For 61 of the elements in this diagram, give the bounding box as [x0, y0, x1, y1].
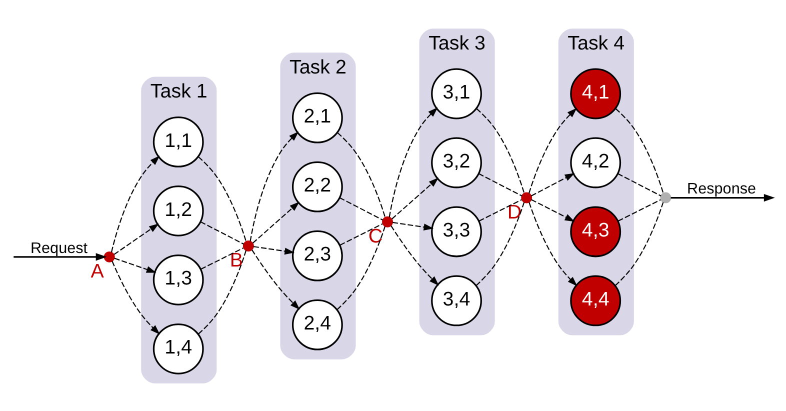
node-circle: 2,4 — [292, 298, 343, 350]
arrow — [391, 177, 439, 219]
connector — [618, 198, 661, 221]
arrow — [250, 130, 299, 241]
node-label: B — [230, 249, 243, 272]
connector — [200, 246, 244, 270]
edge-label: Response — [687, 180, 756, 198]
node-circle: 2,1 — [292, 92, 343, 143]
arrow — [252, 201, 300, 244]
connector — [618, 172, 662, 196]
node-circle: 4,4 — [570, 274, 622, 326]
node-label: A — [90, 260, 104, 282]
arrow — [114, 223, 159, 254]
arrow — [390, 224, 439, 286]
node-label: C — [368, 225, 383, 248]
node-circle — [382, 216, 393, 227]
arrow — [528, 107, 577, 194]
connector — [340, 222, 383, 246]
node-circle: 3,2 — [431, 136, 482, 188]
connector — [198, 250, 247, 334]
arrow — [110, 155, 160, 252]
connector — [200, 220, 244, 244]
node-circle: 4,3 — [570, 206, 622, 257]
node-circle: 3,1 — [431, 68, 482, 119]
node-circle: 4,1 — [570, 68, 622, 119]
arrow — [251, 248, 300, 310]
node-circle: 2,3 — [292, 230, 343, 281]
arrow — [253, 246, 295, 254]
node-circle: 3,4 — [431, 274, 482, 326]
node-circle: 1,1 — [152, 116, 204, 167]
arrow — [531, 172, 575, 196]
connector — [614, 202, 664, 286]
node-circle: 1,3 — [152, 254, 204, 305]
arrow — [531, 198, 575, 222]
arrow — [114, 257, 156, 272]
connector — [478, 172, 522, 196]
connector — [615, 108, 664, 194]
connector — [478, 198, 522, 221]
node-circle: 1,4 — [152, 322, 204, 374]
connector — [339, 196, 384, 220]
arrow — [388, 106, 438, 217]
connector — [476, 108, 525, 194]
node-circle: 4,2 — [570, 136, 622, 188]
connector — [337, 132, 386, 218]
node-circle — [660, 192, 672, 203]
edge-label: Request — [30, 239, 88, 256]
node-circle — [521, 192, 532, 203]
arrow — [392, 221, 434, 230]
node-circle — [104, 250, 115, 262]
arrow — [528, 202, 578, 286]
connector — [198, 156, 247, 242]
node-circle: 3,3 — [431, 206, 482, 257]
node-circle — [242, 240, 254, 251]
node-label: D — [507, 200, 522, 223]
node-circle: 1,2 — [152, 184, 204, 236]
node-circle: 2,2 — [292, 160, 343, 212]
arrow — [670, 193, 775, 202]
arrow — [112, 260, 160, 334]
arrow — [14, 252, 107, 260]
connector — [476, 202, 525, 286]
connector — [336, 226, 386, 310]
